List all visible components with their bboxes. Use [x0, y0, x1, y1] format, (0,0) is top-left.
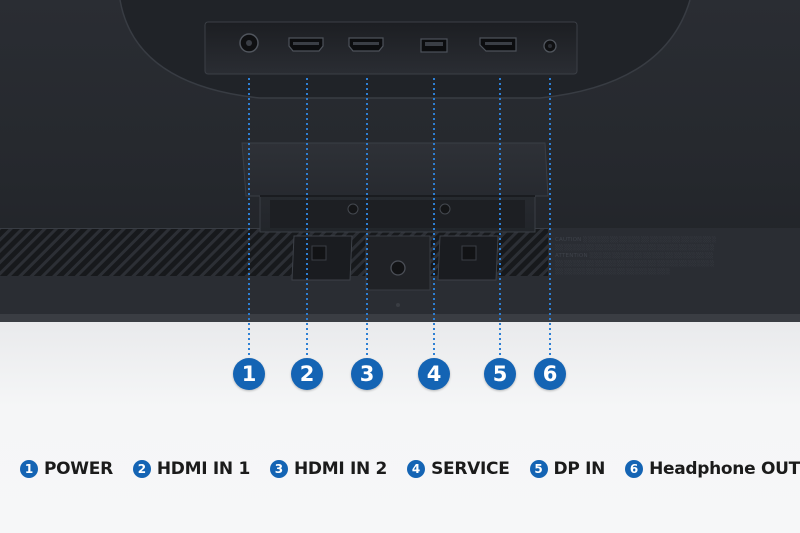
legend-number-badge: 4 — [407, 460, 426, 478]
legend-item-power: 1 POWER — [20, 459, 113, 479]
legend-label: DP IN — [553, 459, 606, 479]
usb-port-icon — [420, 38, 448, 53]
legend-area-background — [0, 322, 800, 533]
legend-label: SERVICE — [431, 459, 510, 479]
legend-item-service: 4 SERVICE — [407, 459, 510, 479]
power-jack-port-icon — [239, 33, 259, 53]
legend-label: HDMI IN 2 — [293, 459, 388, 479]
legend-number-badge: 1 — [20, 460, 38, 478]
monitor-rear-illustration — [0, 0, 800, 322]
legend-item-hdmi-in-2: 3 HDMI IN 2 — [269, 459, 388, 479]
headphone-jack-port-icon — [543, 39, 557, 53]
legend-item-headphone-out: 6 Headphone OUT — [625, 459, 800, 479]
monitor-rear-panel-photo: CAUTION ░░░░░░░░░░░░░░░░░░░░░░░░░░░░░░ ░… — [0, 0, 800, 322]
legend-number-badge: 6 — [625, 460, 644, 478]
legend-label: Headphone OUT — [649, 459, 800, 479]
legend-label: POWER — [44, 459, 113, 479]
legend-item-dp-in: 5 DP IN — [529, 459, 606, 479]
callout-1: 1 — [233, 358, 265, 390]
legend-number-badge: 3 — [269, 460, 288, 478]
callout-2: 2 — [291, 358, 323, 390]
hdmi-port-icon — [348, 37, 384, 52]
port-legend: 1 POWER 2 HDMI IN 1 3 HDMI IN 2 4 SERVIC… — [20, 455, 800, 483]
hdmi-port-icon — [288, 37, 324, 52]
legend-number-badge: 2 — [132, 460, 151, 478]
caution-label-graphic: CAUTION ░░░░░░░░░░░░░░░░░░░░░░░░░░░░░░ ░… — [555, 237, 717, 275]
legend-number-badge: 5 — [529, 460, 548, 478]
legend-item-hdmi-in-1: 2 HDMI IN 1 — [132, 459, 250, 479]
callout-6: 6 — [534, 358, 566, 390]
callout-5: 5 — [484, 358, 516, 390]
callout-3: 3 — [351, 358, 383, 390]
legend-label: HDMI IN 1 — [156, 459, 250, 479]
callout-4: 4 — [418, 358, 450, 390]
displayport-port-icon — [479, 37, 517, 52]
